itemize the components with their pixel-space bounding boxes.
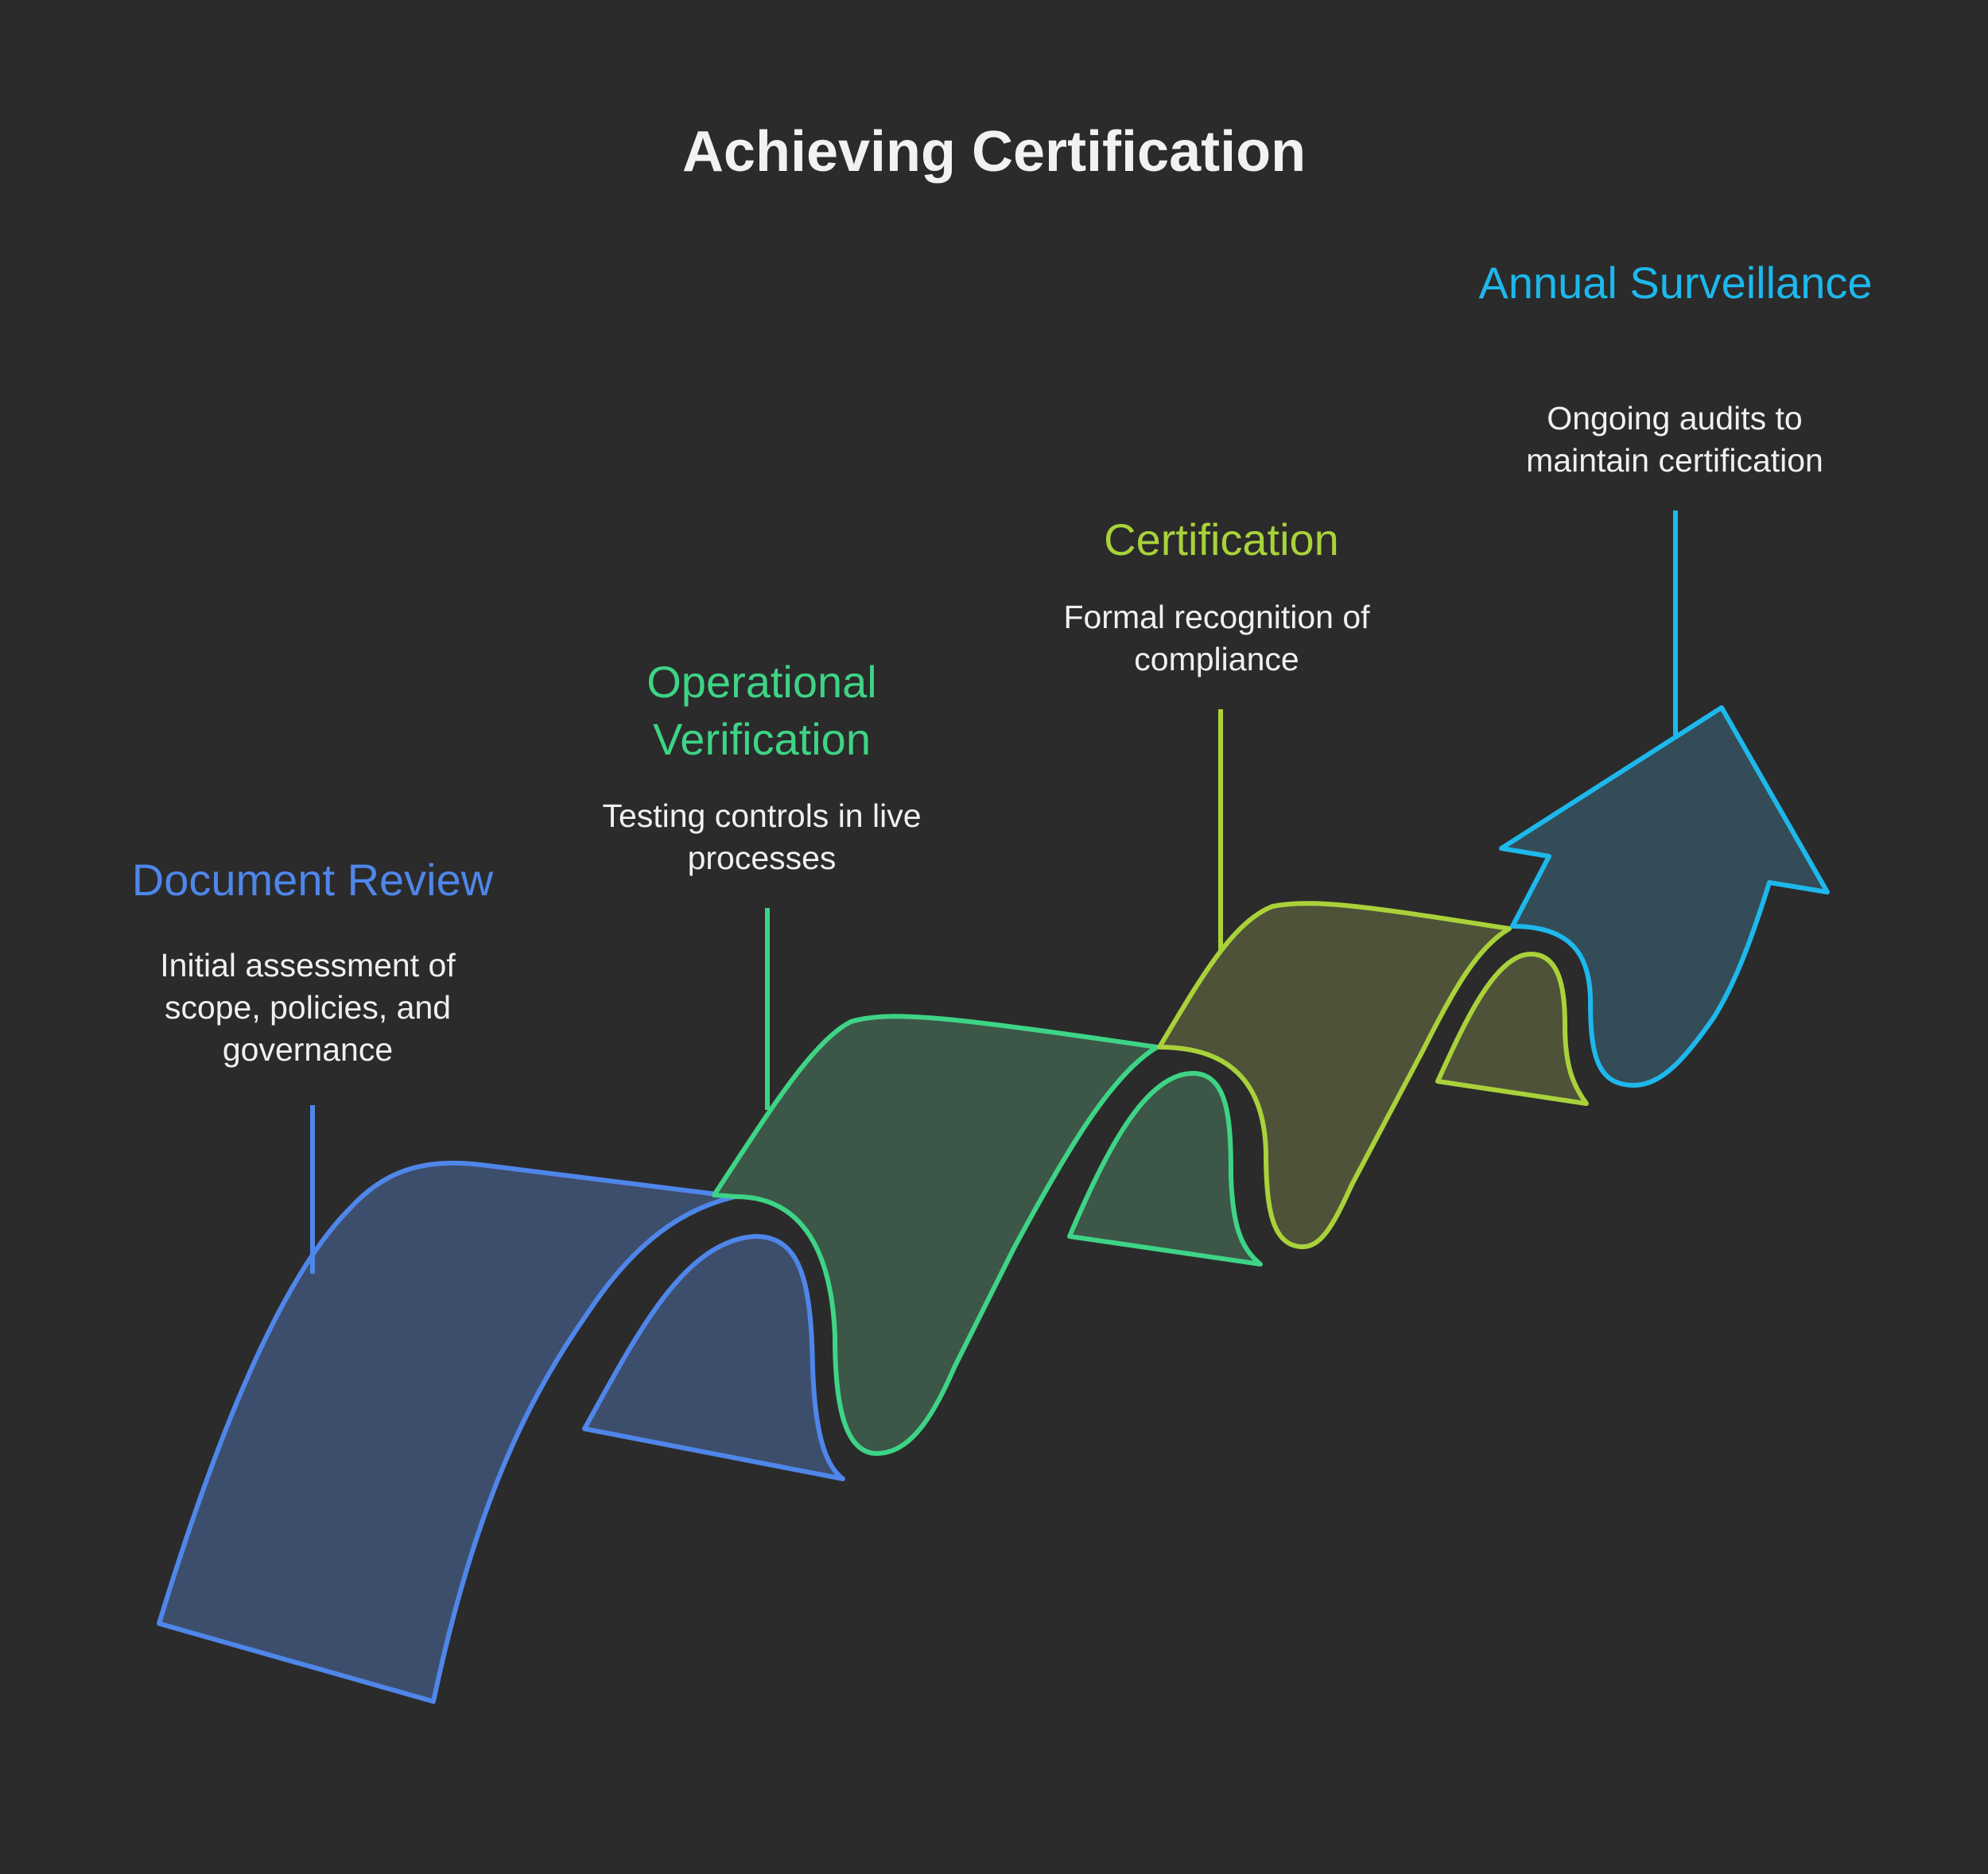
step-description-operational-verification: Testing controls in live processes (571, 795, 953, 879)
step-description-document-review: Initial assessment of scope, policies, a… (117, 945, 499, 1071)
step-title-annual-surveillance: Annual Surveillance (1453, 254, 1898, 312)
diagram-title: Achieving Certification (0, 119, 1988, 184)
step-description-annual-surveillance: Ongoing audits to maintain certification (1484, 398, 1866, 482)
step-description-certification: Formal recognition of compliance (1026, 596, 1408, 681)
step-title-operational-verification: Operational Verification (571, 654, 953, 768)
document-review-ribbon-fold (584, 1236, 843, 1479)
step-title-document-review: Document Review (90, 852, 535, 909)
step-title-certification: Certification (999, 511, 1444, 568)
stage-document-review-ribbon (159, 1163, 843, 1701)
